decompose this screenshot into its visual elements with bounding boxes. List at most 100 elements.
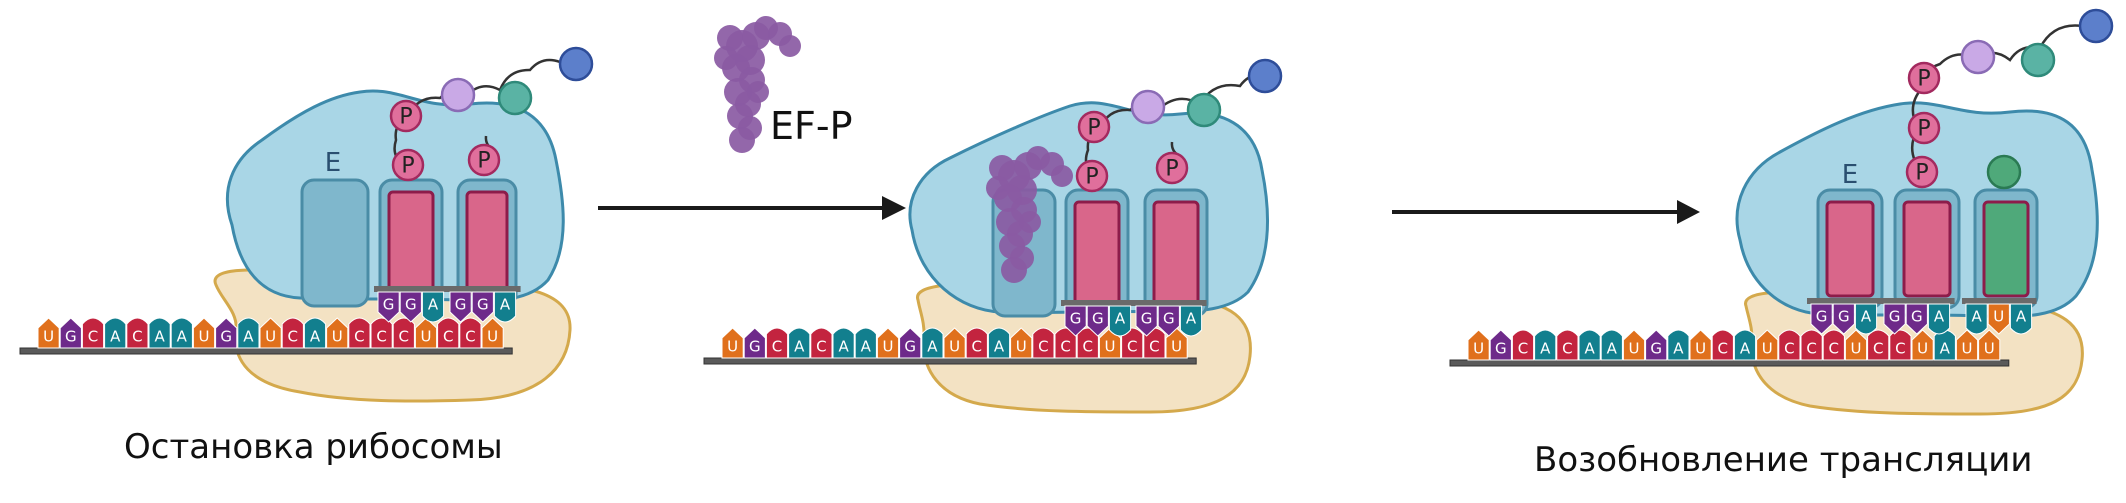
nucleotide-label: G (1141, 310, 1153, 328)
phospho-group (1077, 110, 1111, 144)
nucleotide-label: A (2016, 308, 2027, 326)
nucleotide-label: U (487, 328, 498, 346)
nucleotide-label: A (1940, 340, 1951, 358)
nucleotide-G (449, 291, 472, 323)
stall-caption: Остановка рибосомы (124, 427, 503, 467)
nucleotide-A (1108, 305, 1132, 337)
nucleotide-A (1578, 329, 1601, 361)
nucleotide-label: A (1584, 340, 1595, 358)
nucleotide-C (1711, 329, 1734, 361)
nucleotide-label: C (443, 328, 453, 346)
e-site-label: E (325, 148, 341, 178)
nucleotide-label: A (927, 338, 938, 356)
nucleotide-A (854, 327, 877, 359)
nucleotide-U (876, 327, 900, 359)
nucleotide-label: U (421, 328, 432, 346)
nucleotide-C (965, 327, 988, 359)
mrna-backbone (19, 347, 513, 355)
nucleotide-label: A (500, 296, 511, 314)
phospho-group (389, 99, 423, 133)
trna-site (300, 178, 370, 308)
trna-stem-bar (1880, 298, 1955, 304)
efp-blob (1019, 211, 1041, 233)
nucleotide-C (126, 317, 149, 349)
nucleotide-label: C (1149, 338, 1159, 356)
phospho-group (1907, 111, 1941, 145)
nucleotide-label: U (949, 338, 960, 356)
nucleotide-label: C (1127, 338, 1137, 356)
nucleotide-C (1800, 329, 1823, 361)
nucleotide-label: G (1838, 308, 1850, 326)
trna-body (1825, 200, 1875, 298)
nucleotide-label: A (428, 296, 439, 314)
nucleotide-label: C (1083, 338, 1093, 356)
nucleotide-label: A (243, 328, 254, 346)
nucleotide-label: U (1917, 340, 1928, 358)
nucleotide-C (1778, 329, 1801, 361)
nucleotide-label: G (1495, 340, 1507, 358)
efp-blob (714, 46, 738, 70)
nucleotide-label: U (43, 328, 54, 346)
nucleotide-A (104, 317, 127, 349)
nucleotide-label: C (1038, 338, 1048, 356)
efp-blob (1001, 257, 1027, 283)
nucleotide-label: G (1889, 308, 1901, 326)
nucleotide-G (377, 291, 400, 323)
nucleotide-U (414, 317, 438, 349)
nucleotide-A (303, 317, 327, 349)
nucleotide-G (899, 327, 922, 359)
nucleotide-label: U (1016, 338, 1027, 356)
trna-stem-bar (374, 286, 449, 292)
nucleotide-C (281, 317, 304, 349)
nucleotide-label: G (405, 296, 417, 314)
trna-body (1152, 200, 1200, 306)
nucleotide-G (59, 317, 82, 349)
phospho-label: P (1087, 116, 1100, 141)
nucleotide-U (943, 327, 966, 359)
nucleotide-label: C (88, 328, 98, 346)
nucleotide-C (437, 317, 460, 349)
nucleotide-label: A (838, 338, 849, 356)
nucleotide-label: C (465, 328, 475, 346)
nucleotide-C (459, 317, 482, 349)
nucleotide-label: A (1607, 340, 1618, 358)
nucleotide-A (237, 317, 260, 349)
phospho-group (467, 143, 501, 177)
nucleotide-A (1667, 329, 1690, 361)
efp-blob (986, 176, 1010, 200)
nucleotide-label: C (399, 328, 409, 346)
nucleotide-U (1165, 327, 1188, 359)
amino-acid-bead (1186, 92, 1222, 128)
e-site-label: E (1842, 160, 1858, 190)
trna-body (387, 190, 435, 296)
nucleotide-label: C (288, 328, 298, 346)
nucleotide-label: U (1851, 340, 1862, 358)
nucleotide-label: G (383, 296, 395, 314)
nucleotide-G (1135, 305, 1158, 337)
nucleotide-G (1645, 329, 1668, 361)
nucleotide-U (37, 317, 60, 349)
nucleotide-C (1867, 329, 1890, 361)
nucleotide-label: A (310, 328, 321, 346)
amino-acid-bead (1130, 89, 1166, 125)
trna-stem-bar (1132, 300, 1207, 306)
nucleotide-label: U (265, 328, 276, 346)
nucleotide-label: A (794, 338, 805, 356)
nucleotide-label: A (1971, 308, 1982, 326)
nucleotide-G (1905, 303, 1928, 335)
nucleotide-U (1911, 329, 1934, 361)
nucleotide-C (348, 317, 371, 349)
efp-blob (779, 35, 801, 57)
trna-body (1073, 200, 1121, 306)
nucleotide-label: C (816, 338, 826, 356)
process-arrowhead-2 (1677, 200, 1700, 224)
nucleotide-label: G (65, 328, 77, 346)
nucleotide-label: A (1186, 310, 1197, 328)
nucleotide-A (493, 291, 517, 323)
nucleotide-label: C (772, 338, 782, 356)
phospho-group (391, 148, 425, 182)
nucleotide-C (1032, 327, 1055, 359)
amino-acid-bead (1986, 154, 2022, 190)
trna-stem-bar (1807, 298, 1882, 304)
amino-acid-bead (1247, 58, 1283, 94)
